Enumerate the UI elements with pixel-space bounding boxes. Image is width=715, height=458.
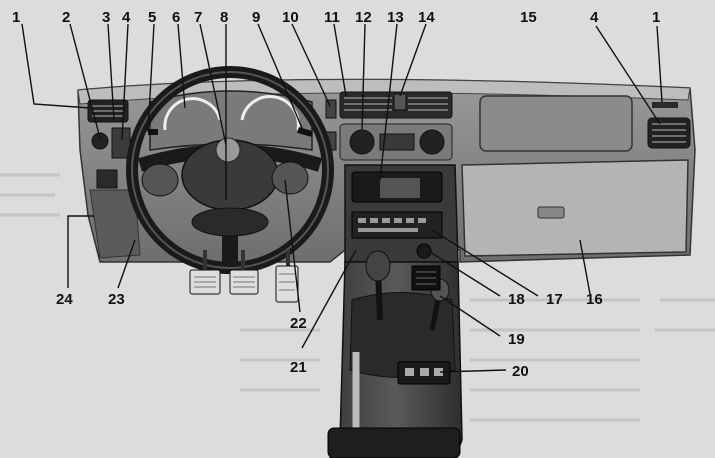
leader-7 <box>199 23 227 146</box>
callout-20: 20 <box>512 363 529 380</box>
glove-box <box>461 159 689 257</box>
leader-3 <box>107 23 115 121</box>
leader-5 <box>147 23 155 133</box>
leader-1b <box>656 25 663 103</box>
window-switches <box>405 368 443 376</box>
callout-16: 16 <box>586 291 603 308</box>
callout-14: 14 <box>418 9 435 26</box>
callout-22: 22 <box>290 315 307 332</box>
callout-4-right: 4 <box>590 9 599 26</box>
right-side-vent <box>647 117 691 149</box>
upper-storage-lid <box>479 95 633 152</box>
callout-1-right: 1 <box>652 9 660 26</box>
callout-12: 12 <box>355 9 372 26</box>
gear-knob <box>365 250 391 282</box>
cigarette-lighter <box>416 243 432 259</box>
accelerator-pedal <box>275 265 299 303</box>
leader-20 <box>439 369 507 373</box>
leader-21 <box>301 249 357 349</box>
right-vent-slats <box>652 123 686 143</box>
callout-5: 5 <box>148 9 156 26</box>
callout-13: 13 <box>387 9 404 26</box>
center-vent-slats <box>344 97 448 111</box>
leader-6 <box>177 23 186 109</box>
leader-12 <box>361 23 366 131</box>
horn-emblem <box>215 137 241 163</box>
callout-6: 6 <box>172 9 180 26</box>
callout-24: 24 <box>56 291 73 308</box>
leader-23 <box>117 239 136 289</box>
leader-22 <box>284 179 301 313</box>
callout-2: 2 <box>62 9 70 26</box>
callout-10: 10 <box>282 9 299 26</box>
callout-19: 19 <box>508 331 525 348</box>
light-switch-knob <box>91 132 109 150</box>
leader-lines <box>21 23 663 373</box>
leader-17 <box>431 229 539 297</box>
heater-knob-left <box>349 129 375 155</box>
callout-15: 15 <box>520 9 537 26</box>
hazard-switch <box>393 93 407 111</box>
heater-slider <box>379 133 415 151</box>
callout-4: 4 <box>122 9 131 26</box>
callout-11: 11 <box>324 9 340 26</box>
left-vent-slats <box>92 105 124 117</box>
leader-18 <box>429 251 501 297</box>
left-switch-block <box>111 127 131 159</box>
leader-19 <box>439 295 501 337</box>
instrument-cluster <box>149 90 313 151</box>
callout-3: 3 <box>102 9 110 26</box>
leader-16 <box>579 239 591 295</box>
callout-1: 1 <box>12 9 20 26</box>
steering-wheel <box>126 66 334 274</box>
leader-1 <box>21 23 91 109</box>
leader-4 <box>121 23 129 141</box>
heater-knob-right <box>419 129 445 155</box>
lower-left-panel <box>89 189 141 259</box>
callout-21: 21 <box>290 359 307 376</box>
leader-4b <box>595 25 661 125</box>
radio-buttons <box>358 218 426 232</box>
radio-unit <box>351 211 443 239</box>
left-center-switch <box>325 99 337 119</box>
right-stalk <box>297 127 313 137</box>
armrest <box>327 427 461 458</box>
background-text-lines <box>0 173 715 422</box>
leader-11 <box>333 23 347 97</box>
callout-23: 23 <box>108 291 125 308</box>
callout-18: 18 <box>508 291 525 308</box>
leader-14 <box>399 23 427 97</box>
side-window-defrost-vent <box>652 102 678 108</box>
callout-labels: 1 2 3 4 5 6 7 8 9 10 11 12 13 14 15 4 1 … <box>12 9 660 380</box>
callout-17: 17 <box>546 291 563 308</box>
console-switch-grille <box>416 271 436 285</box>
callout-8: 8 <box>220 9 228 26</box>
leader-2 <box>69 23 101 139</box>
gauge-left <box>163 97 222 131</box>
callout-9: 9 <box>252 9 260 26</box>
leader-10 <box>291 23 331 107</box>
leader-24 <box>67 215 94 288</box>
leader-9 <box>257 23 303 129</box>
compartment-shine <box>380 178 420 198</box>
lower-left-switch <box>96 169 118 189</box>
leader-13 <box>379 23 398 181</box>
callout-7: 7 <box>194 9 202 26</box>
glove-box-handle <box>537 206 565 219</box>
pedals <box>189 250 299 303</box>
shifter-boot <box>349 292 456 378</box>
